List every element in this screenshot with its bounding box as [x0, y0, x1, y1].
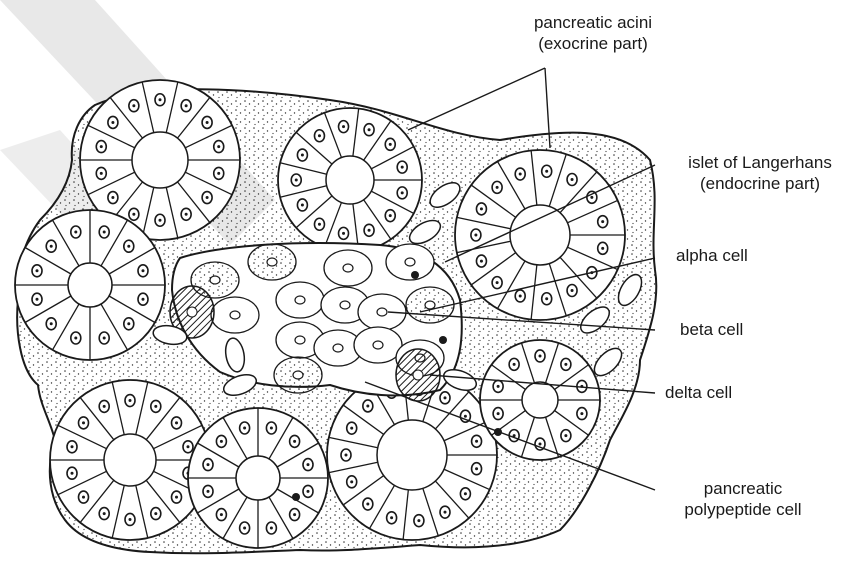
- label-pancreatic-polypeptide-cell: pancreatic polypeptide cell: [648, 478, 838, 520]
- pp-line-2: polypeptide cell: [648, 499, 838, 520]
- islet-cell: [324, 250, 372, 286]
- islet-cell: [386, 244, 434, 280]
- islet-cell: [211, 297, 259, 333]
- acini-line-2: (exocrine part): [498, 33, 688, 54]
- pp-line-1: pancreatic: [648, 478, 838, 499]
- islet-cell: [406, 287, 454, 323]
- label-delta-cell: delta cell: [665, 382, 732, 403]
- islet-cell: [358, 294, 406, 330]
- islet-cell: [274, 357, 322, 393]
- acinus: [278, 108, 422, 252]
- pointer-acini-1: [408, 68, 545, 130]
- islet-line-1: islet of Langerhans: [660, 152, 860, 173]
- label-islet-of-langerhans: islet of Langerhans (endocrine part): [660, 152, 860, 194]
- acinus: [455, 150, 625, 320]
- acini-line-1: pancreatic acini: [498, 12, 688, 33]
- islet-cell: [276, 282, 324, 318]
- label-alpha-cell: alpha cell: [676, 245, 748, 266]
- granule: [292, 493, 300, 501]
- islet-cell: [354, 327, 402, 363]
- acinus: [480, 340, 600, 460]
- label-beta-cell: beta cell: [680, 319, 743, 340]
- acinus: [188, 408, 328, 548]
- acinus: [50, 380, 210, 540]
- label-pancreatic-acini: pancreatic acini (exocrine part): [498, 12, 688, 54]
- islet-line-2: (endocrine part): [660, 173, 860, 194]
- acinus: [15, 210, 165, 360]
- granule: [411, 271, 419, 279]
- granule: [439, 336, 447, 344]
- islet-cell: [248, 244, 296, 280]
